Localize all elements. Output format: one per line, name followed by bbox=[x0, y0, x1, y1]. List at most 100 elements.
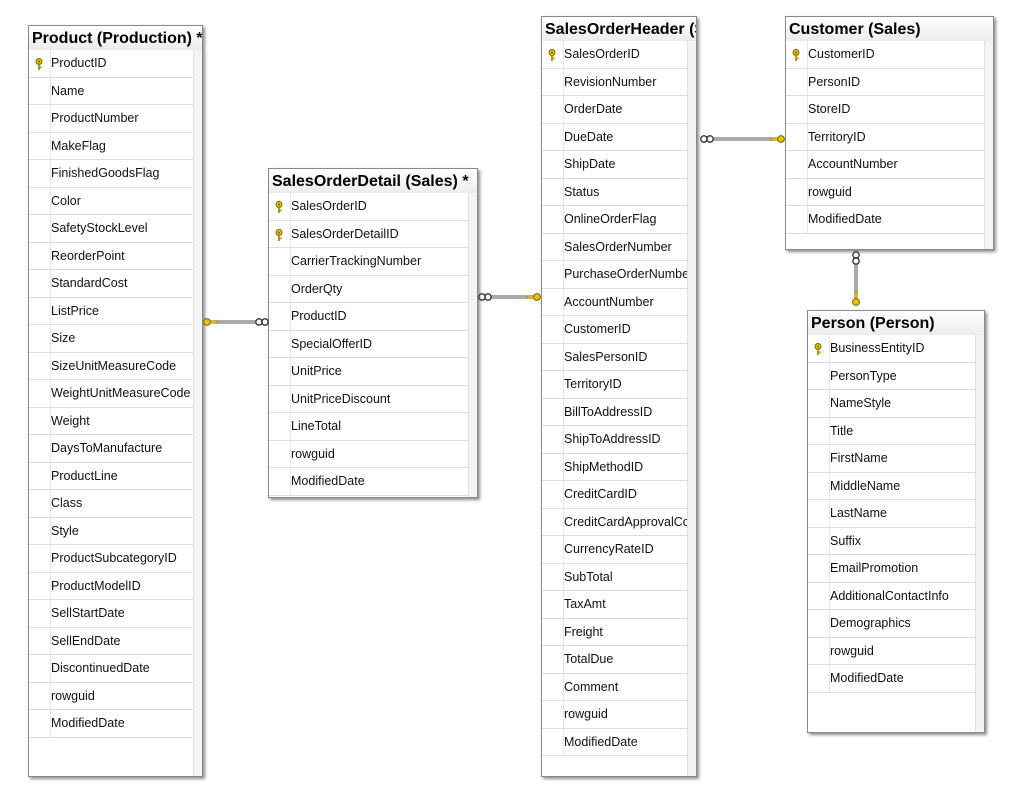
column-row[interactable]: ModifiedDate bbox=[542, 728, 688, 756]
column-row[interactable]: LastName bbox=[808, 500, 976, 528]
column-row[interactable]: SafetyStockLevel bbox=[29, 215, 194, 243]
column-row[interactable]: SpecialOfferID bbox=[269, 330, 469, 358]
column-row[interactable]: Weight bbox=[29, 407, 194, 435]
column-row[interactable]: CreditCardID bbox=[542, 481, 688, 509]
scrollbar[interactable] bbox=[193, 50, 202, 776]
scrollbar[interactable] bbox=[984, 41, 993, 249]
column-row[interactable]: SalesOrderNumber bbox=[542, 233, 688, 261]
column-row[interactable]: Style bbox=[29, 517, 194, 545]
column-row[interactable]: rowguid bbox=[269, 440, 469, 468]
column-row[interactable]: SalesPersonID bbox=[542, 343, 688, 371]
column-row[interactable]: TerritoryID bbox=[542, 371, 688, 399]
column-row[interactable]: SalesOrderID bbox=[542, 41, 688, 69]
table-title[interactable]: Person (Person) bbox=[808, 311, 984, 335]
column-row[interactable]: DaysToManufacture bbox=[29, 435, 194, 463]
column-row[interactable]: ShipToAddressID bbox=[542, 426, 688, 454]
column-row[interactable]: FinishedGoodsFlag bbox=[29, 160, 194, 188]
relationship-salesorderheader-customer[interactable] bbox=[700, 135, 785, 143]
column-row[interactable]: Color bbox=[29, 187, 194, 215]
column-row[interactable]: ProductNumber bbox=[29, 105, 194, 133]
column-row[interactable]: OrderDate bbox=[542, 96, 688, 124]
column-row[interactable]: UnitPriceDiscount bbox=[269, 385, 469, 413]
column-row[interactable]: SubTotal bbox=[542, 563, 688, 591]
column-row[interactable]: PersonType bbox=[808, 362, 976, 390]
column-row[interactable]: OnlineOrderFlag bbox=[542, 206, 688, 234]
column-row[interactable]: Comment bbox=[542, 673, 688, 701]
column-row[interactable]: TotalDue bbox=[542, 646, 688, 674]
column-row[interactable]: ModifiedDate bbox=[786, 206, 985, 234]
column-row[interactable]: UnitPrice bbox=[269, 358, 469, 386]
column-row[interactable]: StoreID bbox=[786, 96, 985, 124]
column-row[interactable]: ListPrice bbox=[29, 297, 194, 325]
column-row[interactable]: WeightUnitMeasureCode bbox=[29, 380, 194, 408]
column-row[interactable]: Freight bbox=[542, 618, 688, 646]
column-row[interactable]: OrderQty bbox=[269, 275, 469, 303]
column-row[interactable]: SalesOrderDetailID bbox=[269, 220, 469, 248]
column-row[interactable]: AccountNumber bbox=[786, 151, 985, 179]
table-title[interactable]: SalesOrderDetail (Sales) * bbox=[269, 169, 477, 193]
column-row[interactable]: CurrencyRateID bbox=[542, 536, 688, 564]
column-row[interactable]: SellEndDate bbox=[29, 627, 194, 655]
scrollbar[interactable] bbox=[975, 335, 984, 732]
column-row[interactable]: ProductLine bbox=[29, 462, 194, 490]
table-title[interactable]: Product (Production) * bbox=[29, 26, 202, 50]
column-row[interactable]: ProductID bbox=[269, 303, 469, 331]
scrollbar[interactable] bbox=[468, 193, 477, 497]
column-row[interactable]: Status bbox=[542, 178, 688, 206]
column-row[interactable]: SizeUnitMeasureCode bbox=[29, 352, 194, 380]
column-row[interactable]: BillToAddressID bbox=[542, 398, 688, 426]
column-row[interactable]: ModifiedDate bbox=[269, 468, 469, 496]
relationship-customer-person[interactable] bbox=[852, 251, 860, 306]
column-row[interactable]: ShipDate bbox=[542, 151, 688, 179]
column-row[interactable]: rowguid bbox=[542, 701, 688, 729]
column-row[interactable]: rowguid bbox=[786, 178, 985, 206]
column-row[interactable]: rowguid bbox=[29, 682, 194, 710]
column-row[interactable]: MiddleName bbox=[808, 472, 976, 500]
column-row[interactable]: rowguid bbox=[808, 637, 976, 665]
column-row[interactable]: ModifiedDate bbox=[808, 665, 976, 693]
table-title[interactable]: SalesOrderHeader (Sales bbox=[542, 17, 696, 41]
column-row[interactable]: RevisionNumber bbox=[542, 68, 688, 96]
column-row[interactable]: Suffix bbox=[808, 527, 976, 555]
column-row[interactable]: ProductModelID bbox=[29, 572, 194, 600]
table-sales-order-header[interactable]: SalesOrderHeader (Sales SalesOrderIDRevi… bbox=[541, 16, 697, 777]
column-row[interactable]: CarrierTrackingNumber bbox=[269, 248, 469, 276]
column-row[interactable]: TerritoryID bbox=[786, 123, 985, 151]
column-row[interactable]: ReorderPoint bbox=[29, 242, 194, 270]
column-row[interactable]: BusinessEntityID bbox=[808, 335, 976, 363]
column-row[interactable]: Class bbox=[29, 490, 194, 518]
column-row[interactable]: CreditCardApprovalCode bbox=[542, 508, 696, 536]
column-row[interactable]: FirstName bbox=[808, 445, 976, 473]
column-row[interactable]: AdditionalContactInfo bbox=[808, 582, 976, 610]
column-row[interactable]: Demographics bbox=[808, 610, 976, 638]
column-row[interactable]: LineTotal bbox=[269, 413, 469, 441]
column-row[interactable]: AccountNumber bbox=[542, 288, 688, 316]
column-row[interactable]: DiscontinuedDate bbox=[29, 655, 194, 683]
column-row[interactable]: SellStartDate bbox=[29, 600, 194, 628]
column-row[interactable]: Size bbox=[29, 325, 194, 353]
column-row[interactable]: PersonID bbox=[786, 68, 985, 96]
column-row[interactable]: ModifiedDate bbox=[29, 710, 194, 738]
relationship-salesorderdetail-salesorderheader[interactable] bbox=[478, 293, 541, 301]
table-title[interactable]: Customer (Sales) bbox=[786, 17, 993, 41]
column-row[interactable]: Name bbox=[29, 77, 194, 105]
relationship-product-salesorderdetail[interactable] bbox=[203, 318, 269, 326]
column-row[interactable]: CustomerID bbox=[786, 41, 985, 69]
column-row[interactable]: EmailPromotion bbox=[808, 555, 976, 583]
column-row[interactable]: ProductSubcategoryID bbox=[29, 545, 194, 573]
column-row[interactable]: NameStyle bbox=[808, 390, 976, 418]
column-row[interactable]: PurchaseOrderNumber bbox=[542, 261, 693, 289]
column-row[interactable]: MakeFlag bbox=[29, 132, 194, 160]
column-row[interactable]: CustomerID bbox=[542, 316, 688, 344]
scrollbar[interactable] bbox=[687, 41, 696, 776]
column-row[interactable]: SalesOrderID bbox=[269, 193, 469, 221]
column-row[interactable]: TaxAmt bbox=[542, 591, 688, 619]
column-row[interactable]: Title bbox=[808, 417, 976, 445]
column-row[interactable]: ShipMethodID bbox=[542, 453, 688, 481]
column-row[interactable]: StandardCost bbox=[29, 270, 194, 298]
column-row[interactable]: ProductID bbox=[29, 50, 194, 78]
